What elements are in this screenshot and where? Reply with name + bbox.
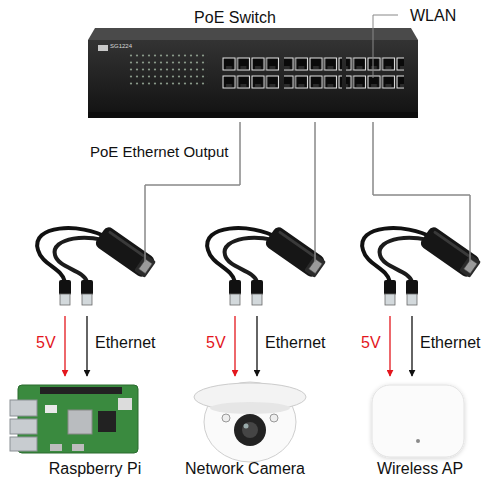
camera-lens	[234, 414, 266, 446]
ram-chip	[98, 411, 116, 432]
device-node: Raspberry Pi	[10, 376, 180, 486]
gpio-header	[40, 387, 122, 394]
ethernet-port	[10, 437, 37, 451]
wifi-module	[118, 398, 132, 410]
usb-port	[10, 400, 37, 416]
poe-connector	[87, 122, 240, 376]
port-group	[284, 57, 342, 93]
network-camera-drawing	[194, 382, 306, 462]
power-data-arrow	[234, 316, 235, 376]
wireless-ap-drawing	[372, 385, 464, 457]
connector	[45, 405, 57, 413]
power-data-arrow	[86, 316, 87, 376]
ethernet-cable-line	[373, 122, 470, 262]
power-data-arrow	[389, 316, 390, 376]
cpu-chip	[68, 410, 92, 434]
hdmi-port	[50, 444, 62, 451]
output-label: PoE Ethernet Output	[90, 143, 228, 160]
port-label: WLAN	[410, 7, 456, 25]
port-group	[346, 57, 404, 93]
wlan-leader-line	[373, 15, 398, 78]
edge-label: Ethernet	[265, 334, 325, 352]
camera-lens-inner	[242, 422, 258, 438]
edge-label: 5V	[36, 334, 56, 352]
poe-splitter	[207, 225, 327, 305]
model-label: SG1224	[110, 43, 132, 49]
switch-base	[88, 112, 418, 118]
power-data-arrow	[411, 316, 412, 376]
lens-highlight	[244, 424, 249, 429]
edge-label: Ethernet	[420, 334, 480, 352]
usb-port	[10, 419, 37, 434]
ir-led	[270, 414, 278, 422]
node-label: Wireless AP	[355, 460, 485, 478]
power-data-arrow	[64, 316, 65, 376]
raspberry-pi-drawing	[10, 385, 138, 453]
switch-top	[88, 28, 418, 40]
ap-led	[416, 439, 420, 443]
edge-label: 5V	[206, 334, 226, 352]
ir-led	[222, 414, 230, 422]
poe-connector	[65, 122, 240, 376]
device-node: Network Camera	[175, 376, 315, 486]
edge-label: 5V	[361, 334, 381, 352]
poe-splitter	[362, 225, 482, 305]
device-node: Wireless AP	[355, 376, 485, 486]
ethernet-cable-line	[315, 122, 316, 262]
power-data-arrow	[256, 316, 257, 376]
node-label: Network Camera	[175, 460, 315, 478]
poe-switch-drawing	[88, 28, 418, 118]
poe-splitter	[37, 225, 157, 305]
ethernet-cable-line	[315, 122, 316, 262]
camera-ring	[210, 402, 290, 414]
brand-mark	[98, 45, 108, 51]
switch-node: PoE Switch	[88, 4, 418, 122]
hdmi-port	[72, 444, 84, 451]
switch-front	[88, 40, 418, 112]
node-label: PoE Switch	[170, 9, 300, 27]
ethernet-cable-line	[373, 122, 470, 262]
node-label: Raspberry Pi	[20, 460, 170, 478]
ap-body	[372, 385, 464, 457]
edge-label: Ethernet	[95, 334, 155, 352]
led-panel	[128, 52, 208, 87]
port-group	[222, 57, 280, 93]
